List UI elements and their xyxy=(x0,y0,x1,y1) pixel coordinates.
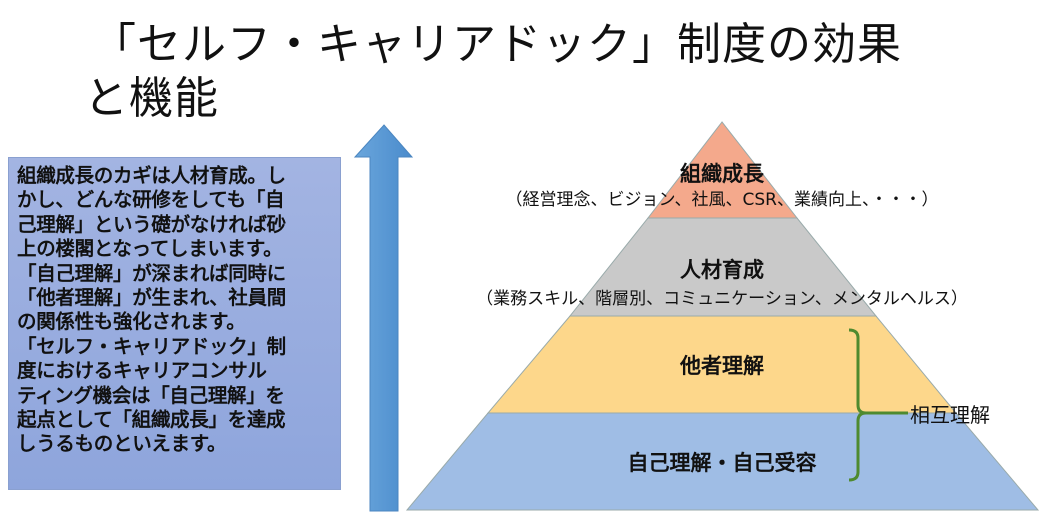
slide-title-line1: 「セルフ・キャリアドック」制度の効果 xyxy=(92,19,902,70)
description-line: しうるものといえます。 xyxy=(17,432,227,456)
pyramid-level-4 xyxy=(405,412,1040,511)
level-1-sublabel: （経営理念、ビジョン、社風、CSR、業績向上、・・・） xyxy=(505,190,939,210)
level-1-label: 組織成長 xyxy=(680,162,764,186)
description-line: 組織成長のカギは人材育成。し xyxy=(17,164,286,187)
up-arrow xyxy=(353,124,414,512)
description-line: 起点として「組織成長」を達成 xyxy=(17,408,286,432)
description-line: かし、どんな研修をしても「自 xyxy=(17,188,285,212)
description-line: 度におけるキャリアコンサル xyxy=(17,359,267,383)
level-2-sublabel: （業務スキル、階層別、コミュニケーション、メンタルヘルス） xyxy=(476,289,968,309)
description-box: 組織成長のカギは人材育成。しかし、どんな研修をしても「自己理解」という礎がなけれ… xyxy=(8,157,341,490)
description-line: 「他者理解」が生まれ、社員間 xyxy=(17,286,286,310)
slide-title-line2: と機能 xyxy=(84,73,219,124)
level-4-label: 自己理解・自己受容 xyxy=(627,451,817,475)
description-line: 己理解」という礎がなければ砂 xyxy=(17,212,286,236)
description-line: 「セルフ・キャリアドック」制 xyxy=(17,334,286,358)
level-2-label: 人材育成 xyxy=(680,258,764,282)
description-line: 「自己理解」が深まれば同時に xyxy=(17,261,286,285)
level-3-label: 他者理解 xyxy=(680,354,764,378)
bracket-icon xyxy=(848,328,908,482)
description-line: ティング機会は「自己理解」を xyxy=(17,383,285,407)
description-line: の関係性も強化されます。 xyxy=(17,310,246,334)
bracket-label: 相互理解 xyxy=(910,403,990,427)
description-line: 上の楼閣となってしまいます。 xyxy=(17,237,283,261)
